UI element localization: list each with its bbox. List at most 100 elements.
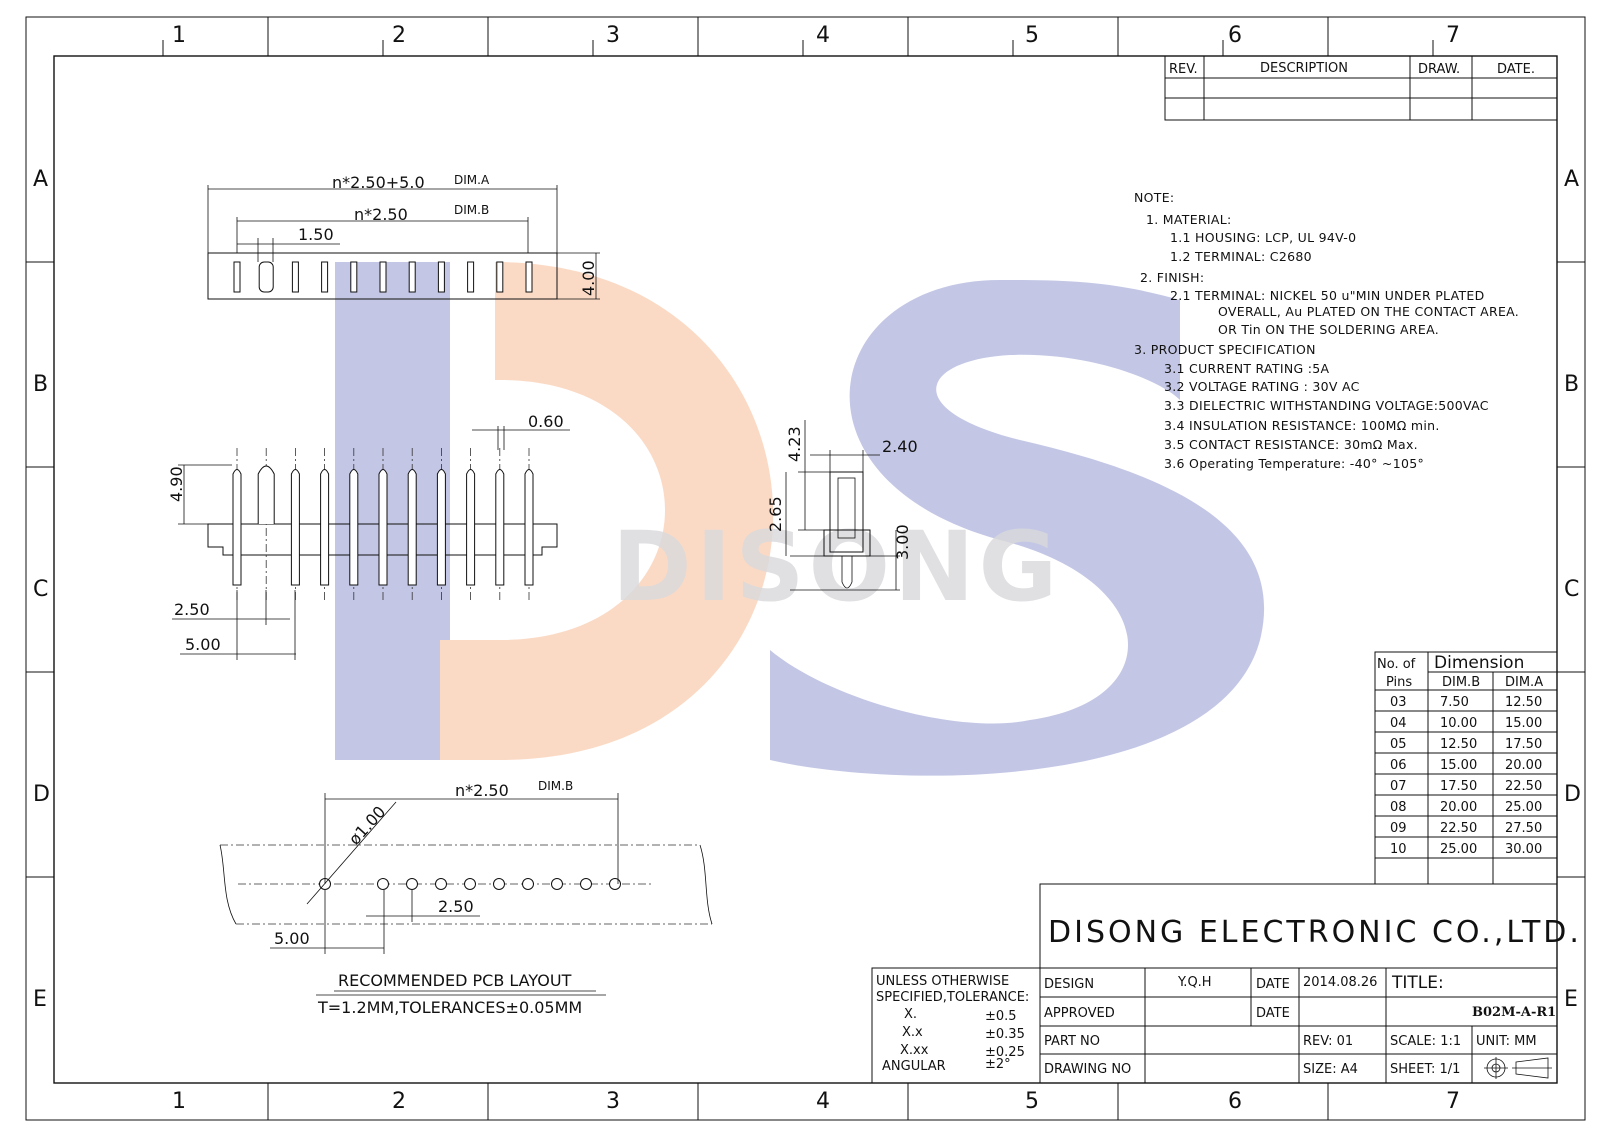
revision-table: REV. DESCRIPTION DRAW. DATE. [1164, 55, 1558, 121]
dim-table-a: 25.00 [1505, 800, 1542, 815]
dim-table-b: 7.50 [1440, 695, 1469, 710]
dim-table-a: 15.00 [1505, 716, 1542, 731]
svg-text:REV: 01: REV: 01 [1303, 1034, 1353, 1049]
svg-text:4.23: 4.23 [785, 426, 804, 462]
svg-text:B: B [1564, 372, 1579, 397]
top-view-slot [350, 261, 358, 293]
svg-text:No. of: No. of [1377, 657, 1416, 672]
pcb-hole [493, 878, 505, 890]
svg-text:0.60: 0.60 [528, 412, 564, 431]
svg-text:2.50: 2.50 [174, 600, 210, 619]
svg-text:DIM.A: DIM.A [454, 173, 490, 187]
svg-text:DRAWING NO: DRAWING NO [1044, 1062, 1131, 1077]
drawing-title: B02M-A-R1 [1472, 1005, 1556, 1020]
svg-text:B: B [33, 372, 48, 397]
svg-text:1.2 TERMINAL: C2680: 1.2 TERMINAL: C2680 [1170, 249, 1312, 264]
dim-table-a: 12.50 [1505, 695, 1542, 710]
svg-text:DIM.B: DIM.B [538, 779, 573, 793]
pcb-hole [580, 878, 592, 890]
dim-table-b: 17.50 [1440, 779, 1477, 794]
dim-table-a: 22.50 [1505, 779, 1542, 794]
svg-text:3.00: 3.00 [893, 524, 912, 560]
pin [524, 469, 534, 586]
svg-text:X.x: X.x [902, 1025, 923, 1040]
svg-text:2014.08.26: 2014.08.26 [1303, 975, 1377, 990]
svg-text:X.: X. [904, 1007, 917, 1022]
svg-text:2: 2 [392, 1089, 406, 1114]
pin [232, 469, 242, 586]
svg-text:UNIT: MM: UNIT: MM [1476, 1034, 1537, 1049]
front-view: 4.90 0.60 2.50 5.00 [167, 412, 570, 660]
pcb-hole [406, 878, 418, 890]
dim-table-b: 25.00 [1440, 842, 1477, 857]
dim-table-pins: 03 [1390, 695, 1407, 710]
pcb-hole [551, 878, 563, 890]
svg-text:DIM.B: DIM.B [1442, 675, 1480, 690]
dim-table-pins: 07 [1390, 779, 1407, 794]
svg-text:1: 1 [172, 1089, 186, 1114]
svg-text:SPECIFIED,TOLERANCE:: SPECIFIED,TOLERANCE: [876, 990, 1029, 1005]
dim-table-b: 10.00 [1440, 716, 1477, 731]
svg-text:4: 4 [816, 23, 830, 48]
svg-text:±0.35: ±0.35 [985, 1027, 1025, 1042]
svg-text:±0.25: ±0.25 [985, 1045, 1025, 1060]
top-view-slot [291, 261, 299, 293]
svg-text:X.xx: X.xx [900, 1043, 929, 1058]
svg-text:ANGULAR: ANGULAR [882, 1059, 946, 1074]
svg-text:4.00: 4.00 [579, 260, 598, 296]
dim-table-pins: 10 [1390, 842, 1407, 857]
pcb-layout-title: RECOMMENDED PCB LAYOUT [338, 971, 572, 990]
svg-text:T=1.2MM,TOLERANCES±0.05MM: T=1.2MM,TOLERANCES±0.05MM [317, 998, 582, 1017]
svg-text:DESCRIPTION: DESCRIPTION [1260, 61, 1348, 76]
dim-table-a: 20.00 [1505, 758, 1542, 773]
svg-text:3.1 CURRENT RATING :5A: 3.1 CURRENT RATING :5A [1164, 361, 1330, 376]
top-view-slot [379, 261, 387, 293]
svg-text:4: 4 [816, 1089, 830, 1114]
top-view: n*2.50+5.0 DIM.A n*2.50 DIM.B 1.50 4.00 [207, 173, 600, 300]
svg-text:6: 6 [1228, 1089, 1242, 1114]
svg-text:D: D [33, 782, 50, 807]
svg-text:1. MATERIAL:: 1. MATERIAL: [1146, 212, 1232, 227]
svg-text:2.40: 2.40 [882, 437, 918, 456]
svg-text:TITLE:: TITLE: [1391, 973, 1444, 993]
svg-text:DESIGN: DESIGN [1044, 977, 1094, 992]
svg-text:±2°: ±2° [985, 1057, 1011, 1072]
dim-table-a: 30.00 [1505, 842, 1542, 857]
svg-text:3.6 Operating Temperature: -40: 3.6 Operating Temperature: -40° ~105° [1164, 456, 1424, 471]
svg-text:A: A [33, 167, 48, 192]
svg-text:2. FINISH:: 2. FINISH: [1140, 270, 1204, 285]
svg-text:DATE.: DATE. [1497, 62, 1535, 77]
svg-text:DATE: DATE [1256, 1006, 1290, 1021]
pin [378, 469, 388, 586]
pcb-hole [377, 878, 389, 890]
dim-a-text: n*2.50+5.0 [332, 173, 425, 192]
pin [349, 469, 359, 586]
svg-text:DIM.B: DIM.B [454, 203, 489, 217]
svg-text:5: 5 [1025, 23, 1039, 48]
title-block: DISONG ELECTRONIC CO.,LTD. UNLESS OTHERW… [871, 883, 1579, 1084]
dim-table-b: 22.50 [1440, 821, 1477, 836]
dim-b-text: n*2.50 [354, 205, 408, 224]
top-view-slot [496, 261, 504, 293]
svg-text:6: 6 [1228, 23, 1242, 48]
svg-text:2.50: 2.50 [438, 897, 474, 916]
pin [495, 469, 505, 586]
svg-text:ø1.00: ø1.00 [345, 802, 390, 848]
svg-text:2: 2 [392, 23, 406, 48]
svg-text:±0.5: ±0.5 [985, 1009, 1017, 1024]
pcb-hole [464, 878, 476, 890]
pcb-hole [435, 878, 447, 890]
svg-text:7: 7 [1446, 1089, 1460, 1114]
svg-text:1.1 HOUSING: LCP, UL 94V-0: 1.1 HOUSING: LCP, UL 94V-0 [1170, 230, 1356, 245]
watermark-logo [335, 262, 1265, 776]
svg-text:7: 7 [1446, 23, 1460, 48]
svg-text:1: 1 [172, 23, 186, 48]
svg-text:1.50: 1.50 [298, 225, 334, 244]
top-view-slot [525, 261, 533, 293]
svg-text:3: 3 [606, 1089, 620, 1114]
dim-table-pins: 08 [1390, 800, 1407, 815]
pin-missing [257, 465, 275, 524]
svg-text:UNLESS OTHERWISE: UNLESS OTHERWISE [876, 974, 1009, 989]
